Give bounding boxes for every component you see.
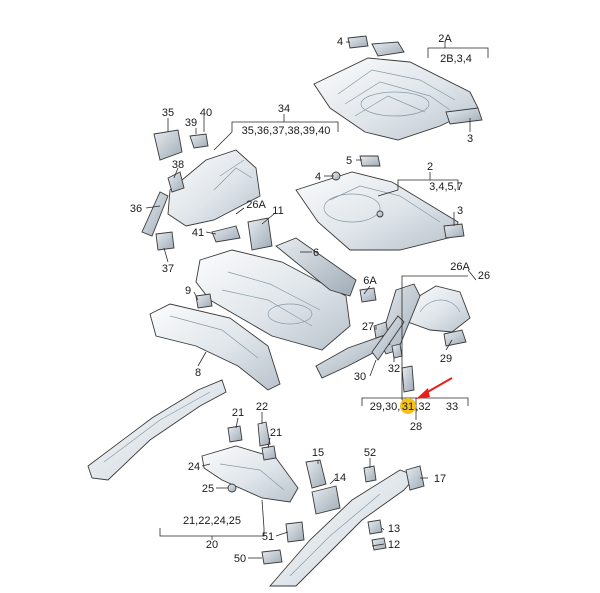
label-37: 37 xyxy=(162,263,174,275)
rear-crossmember-20 xyxy=(201,421,299,503)
label-36: 36 xyxy=(130,203,142,215)
label-13: 13 xyxy=(388,523,400,535)
label-26A-left: 26A xyxy=(246,199,266,211)
label-21b: 21 xyxy=(270,427,282,439)
label-28: 28 xyxy=(410,421,422,433)
label-8: 8 xyxy=(195,367,201,379)
label-32: 32 xyxy=(388,363,400,375)
highlight-marker xyxy=(400,398,416,414)
label-40: 40 xyxy=(200,107,212,119)
label-41: 41 xyxy=(192,227,204,239)
label-14: 14 xyxy=(334,472,346,484)
callout-labels: 2A 2B,3,4 4 3 34 35,36,37,38,39,40 35 39… xyxy=(130,33,490,565)
side-member-lower-right xyxy=(261,459,425,587)
label-6A: 6A xyxy=(363,275,377,287)
label-24: 24 xyxy=(188,461,200,473)
label-11: 11 xyxy=(272,205,283,217)
label-30: 30 xyxy=(354,371,366,383)
label-15: 15 xyxy=(312,447,324,459)
label-12: 12 xyxy=(388,539,400,551)
red-pointer-arrow xyxy=(416,377,453,399)
label-35-40: 35,36,37,38,39,40 xyxy=(242,125,331,137)
rear-floor-2 xyxy=(295,155,465,251)
label-4a: 4 xyxy=(337,36,343,48)
label-3a: 3 xyxy=(467,133,473,145)
label-4b: 4 xyxy=(315,171,321,183)
label-22: 22 xyxy=(256,401,268,413)
label-9: 9 xyxy=(185,285,191,297)
label-6: 6 xyxy=(313,247,319,259)
label-2: 2 xyxy=(427,161,433,173)
label-26: 26 xyxy=(478,270,490,282)
label-35: 35 xyxy=(162,107,174,119)
rear-floor-pan-2A xyxy=(313,35,483,141)
label-34: 34 xyxy=(278,103,290,115)
label-21-22-24-25: 21,22,24,25 xyxy=(183,515,241,527)
floor-side-member-8 xyxy=(149,293,281,391)
label-29: 29 xyxy=(440,353,452,365)
wheel-housing-left-34 xyxy=(141,129,261,251)
label-29-30: 29,30, xyxy=(370,401,401,413)
wheel-housing-right-26 xyxy=(315,283,471,393)
side-member-lower-left xyxy=(87,379,227,481)
label-21a: 21 xyxy=(232,407,244,419)
label-5: 5 xyxy=(346,155,352,167)
leader-lines xyxy=(145,41,489,559)
label-52: 52 xyxy=(364,447,376,459)
label-25: 25 xyxy=(202,483,214,495)
label-27: 27 xyxy=(362,321,374,333)
label-17: 17 xyxy=(434,473,446,485)
label-31-highlighted: 31 xyxy=(402,401,414,413)
label-20: 20 xyxy=(206,539,218,551)
label-2B-3-4: 2B,3,4 xyxy=(440,53,472,65)
label-32-suffix: ,32 xyxy=(415,401,430,413)
label-50: 50 xyxy=(234,553,246,565)
label-3-4-5-7: 3,4,5,7 xyxy=(429,181,463,193)
label-26A-right: 26A xyxy=(450,261,470,273)
label-39: 39 xyxy=(185,117,197,129)
label-2A: 2A xyxy=(438,33,452,45)
label-33: 33 xyxy=(446,401,458,413)
label-51: 51 xyxy=(262,531,274,543)
center-floor-assembly xyxy=(195,217,357,351)
label-3b: 3 xyxy=(457,205,463,217)
label-38: 38 xyxy=(172,159,184,171)
